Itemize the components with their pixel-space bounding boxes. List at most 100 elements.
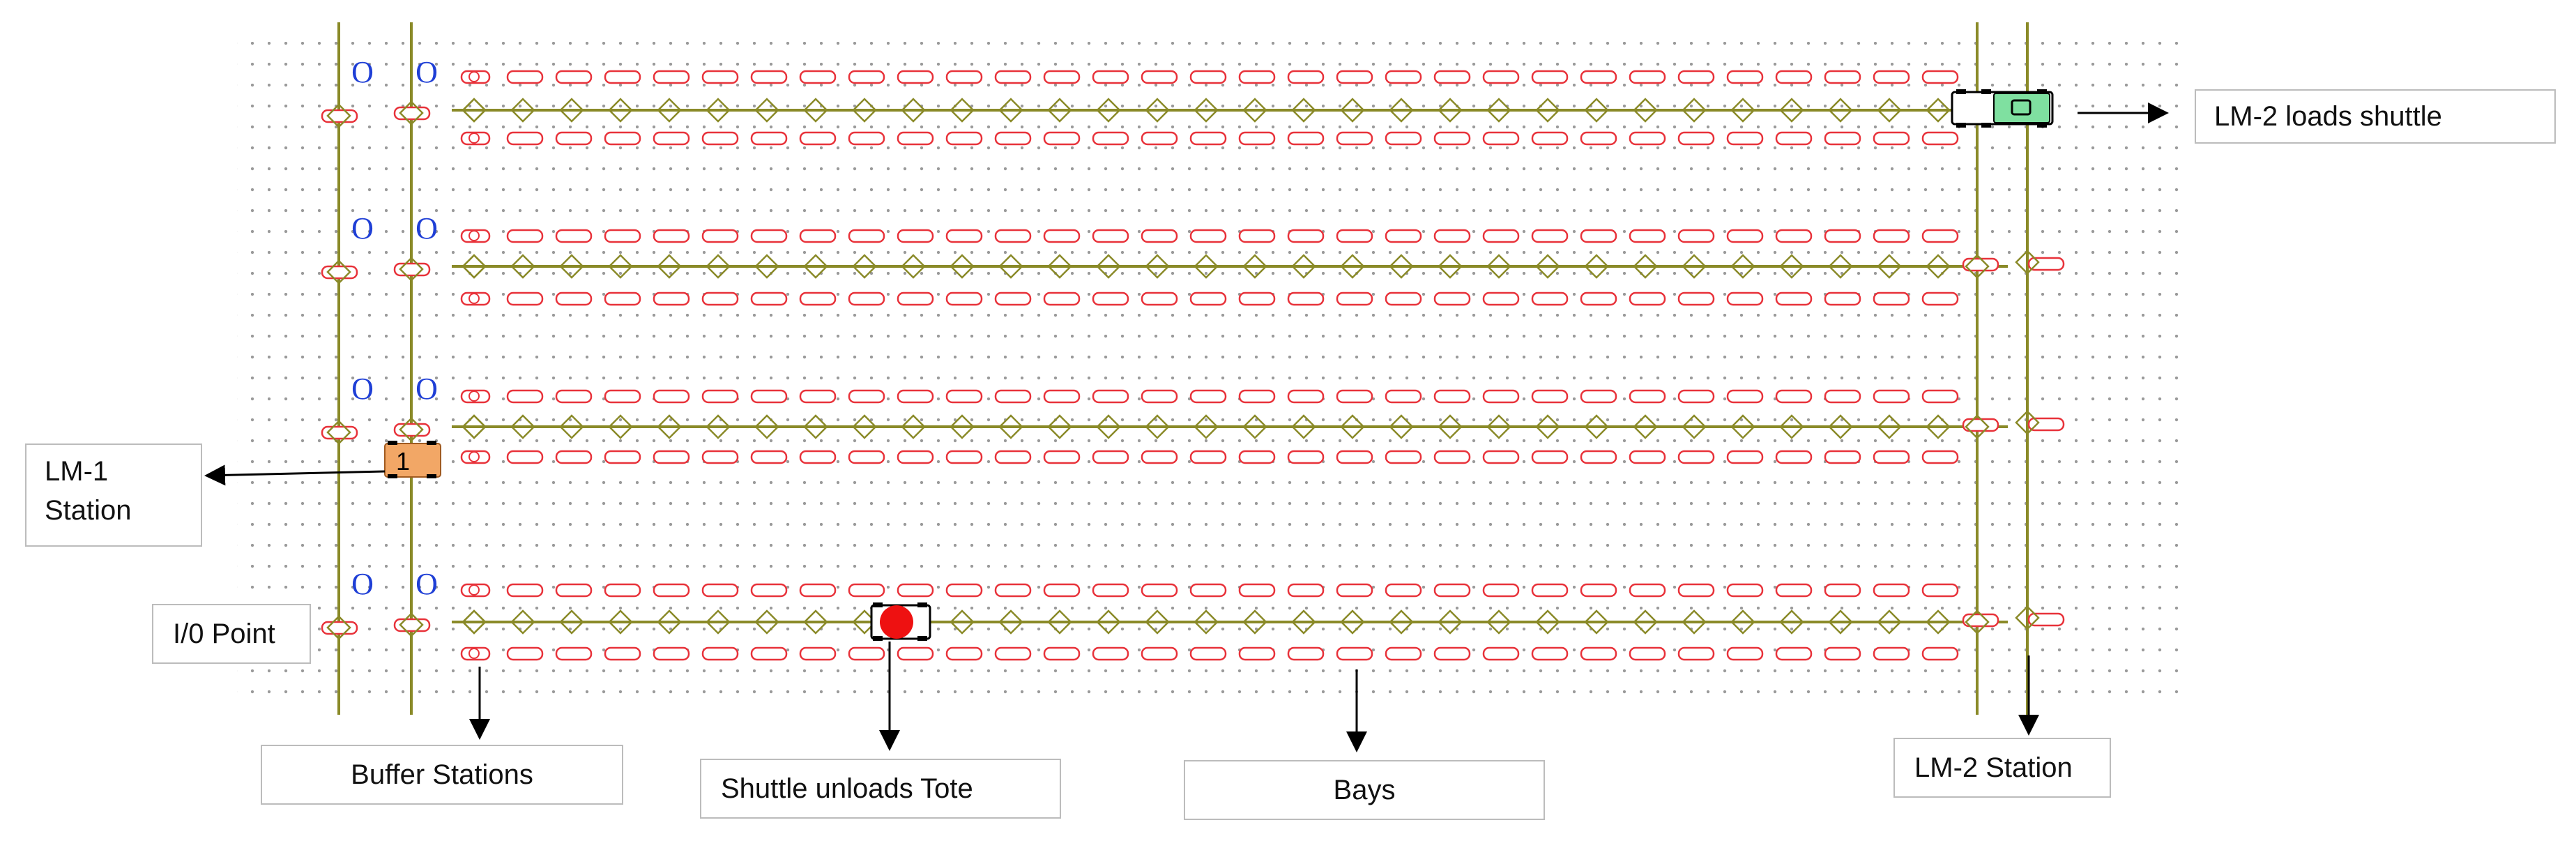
bay-slot-icon xyxy=(1287,389,1325,404)
buffer-station-icon xyxy=(460,291,491,306)
lm1-vehicle-number: 1 xyxy=(396,447,410,476)
bay-slot-icon xyxy=(1238,291,1276,306)
diamond-node-icon xyxy=(657,414,682,439)
diamond-node-icon xyxy=(1438,414,1463,439)
diamond-node-icon xyxy=(1926,98,1951,123)
bay-slot-icon xyxy=(1921,646,1959,661)
bay-slot-icon xyxy=(799,450,837,464)
buffer-station-dot xyxy=(468,230,480,241)
bay-slot-icon xyxy=(1629,70,1666,84)
diamond-node-icon xyxy=(852,254,877,279)
bay-slot-icon xyxy=(1238,131,1276,146)
bay-slot-icon xyxy=(653,450,690,464)
diamond-node-icon xyxy=(1965,609,1990,635)
bay-slot-icon xyxy=(506,291,544,306)
diamond-node-icon xyxy=(950,609,975,635)
diamond-node-icon xyxy=(998,254,1023,279)
diamond-node-icon xyxy=(1535,98,1560,123)
bay-slot-icon xyxy=(653,583,690,598)
diamond-node-icon xyxy=(950,98,975,123)
bay-slot-icon xyxy=(897,70,934,84)
diamond-node-icon xyxy=(1389,98,1414,123)
diamond-node-icon xyxy=(1340,98,1365,123)
io-marker-2-1: O xyxy=(351,211,374,245)
bay-slot-icon xyxy=(897,229,934,243)
bay-slot-icon xyxy=(1336,70,1373,84)
bay-slot-icon xyxy=(604,229,641,243)
bay-slot-icon xyxy=(653,229,690,243)
bay-slot-icon xyxy=(1336,646,1373,661)
bay-slot-icon xyxy=(1238,229,1276,243)
buffer-station-dot xyxy=(468,132,480,144)
bay-slot-icon xyxy=(1629,291,1666,306)
bay-slot-icon xyxy=(1482,450,1520,464)
bay-slot-icon xyxy=(1824,291,1861,306)
bay-slot-icon xyxy=(945,646,983,661)
bay-slot-icon xyxy=(1921,389,1959,404)
diamond-node-icon xyxy=(754,254,779,279)
bay-slot-icon xyxy=(1580,70,1617,84)
bay-slot-icon xyxy=(1677,450,1715,464)
bay-slot-icon xyxy=(555,583,593,598)
bay-slot-icon xyxy=(1141,70,1178,84)
bay-slot-icon xyxy=(945,131,983,146)
diamond-node-icon xyxy=(1779,98,1804,123)
diamond-node-icon xyxy=(559,254,584,279)
diamond-node-icon xyxy=(326,420,351,445)
diamond-node-icon xyxy=(1584,98,1609,123)
bay-slot-icon xyxy=(1873,646,1910,661)
bay-slot-icon xyxy=(945,583,983,598)
bay-slot-icon xyxy=(1433,583,1471,598)
bay-slot-icon xyxy=(653,389,690,404)
diamond-node-icon xyxy=(706,609,731,635)
bay-slot-icon xyxy=(1043,450,1081,464)
bay-slot-icon xyxy=(1482,291,1520,306)
buffer-station-dot xyxy=(468,648,480,659)
vehicle-wheel xyxy=(2037,123,2047,128)
diamond-node-icon xyxy=(1877,609,1902,635)
aisle-4-entry-node xyxy=(462,609,487,635)
bay-slot-icon xyxy=(1629,646,1666,661)
bay-slot-icon xyxy=(1677,229,1715,243)
diamond-node-icon xyxy=(1145,414,1170,439)
bay-slot-icon xyxy=(506,646,544,661)
callout-lm2-station-text: LM-2 Station xyxy=(1914,752,2073,783)
diamond-node-icon xyxy=(1194,609,1219,635)
bay-slot-icon xyxy=(1726,291,1764,306)
diamond-node-icon xyxy=(657,254,682,279)
bay-slot-icon xyxy=(1824,70,1861,84)
bay-slot-icon xyxy=(1775,291,1813,306)
diamond-node-icon xyxy=(1779,254,1804,279)
diamond-node-icon xyxy=(1633,98,1658,123)
diamond-node-icon xyxy=(657,609,682,635)
bay-slot-icon xyxy=(1433,70,1471,84)
diamond-node-icon xyxy=(852,98,877,123)
diamond-node-icon xyxy=(1926,609,1951,635)
bay-slot-icon xyxy=(1482,229,1520,243)
vehicle-wheel xyxy=(388,474,397,478)
bay-slot-icon xyxy=(1385,646,1422,661)
diamond-node-icon xyxy=(1828,609,1853,635)
buffer-station-icon xyxy=(460,646,491,661)
diamond-node-icon xyxy=(1291,414,1316,439)
diamond-node-icon xyxy=(803,609,828,635)
bay-slot-icon xyxy=(604,389,641,404)
bay-slot-icon xyxy=(1580,646,1617,661)
bay-slot-icon xyxy=(653,70,690,84)
bay-slot-icon xyxy=(1238,646,1276,661)
lm2-station-pad xyxy=(2027,612,2065,627)
diamond-node-icon xyxy=(1047,609,1072,635)
bay-slot-icon xyxy=(555,450,593,464)
bay-slot-icon xyxy=(1726,389,1764,404)
diamond-node-icon xyxy=(657,98,682,123)
diamond-node-icon xyxy=(399,257,424,282)
bay-slot-icon xyxy=(1775,131,1813,146)
diamond-node-icon xyxy=(1438,609,1463,635)
io-marker-1-2: O xyxy=(416,55,438,89)
vehicle-wheel xyxy=(427,474,436,478)
bay-slot-icon xyxy=(1629,389,1666,404)
vehicle-wheel xyxy=(873,602,883,607)
bay-slot-icon xyxy=(1141,229,1178,243)
bay-slot-icon xyxy=(1287,583,1325,598)
callout-shuttle-unloads-tote-text: Shuttle unloads Tote xyxy=(721,773,973,804)
